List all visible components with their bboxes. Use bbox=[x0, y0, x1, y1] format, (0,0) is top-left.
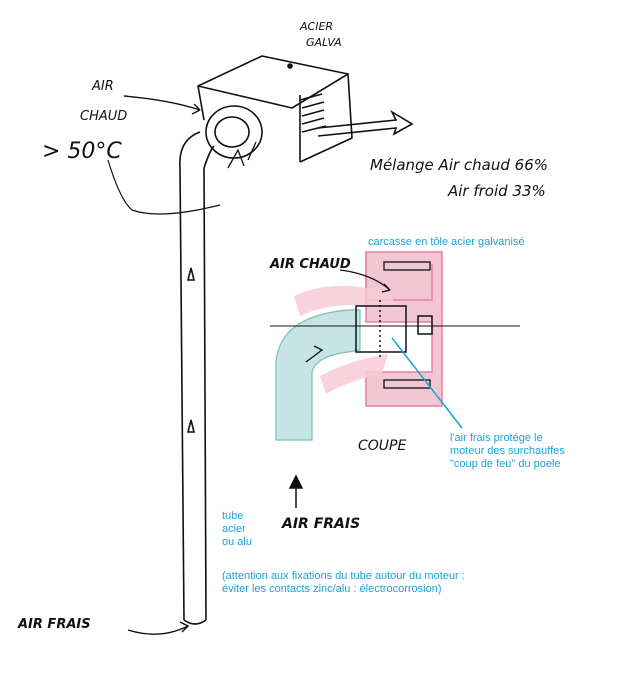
inner-arrows bbox=[227, 141, 257, 169]
motor bbox=[270, 300, 520, 360]
mix-line-1: Mélange Air chaud 66% bbox=[370, 156, 548, 174]
casing-section bbox=[365, 251, 443, 407]
fresh-air-section-label: AIR FRAIS bbox=[281, 516, 360, 532]
vertical-tube bbox=[179, 131, 215, 625]
section-label: COUPE bbox=[358, 438, 406, 454]
hot-air-top-arrow bbox=[123, 95, 201, 115]
casing-note: carcasse en tôle acier galvanisé bbox=[368, 236, 525, 248]
steel-label-line2: GALVA bbox=[306, 36, 342, 49]
hot-air-section-arrow bbox=[339, 269, 391, 293]
exit-arrow bbox=[317, 109, 414, 137]
fresh-air-up-arrow bbox=[288, 474, 304, 508]
fresh-air-bottom-arrow bbox=[127, 621, 190, 635]
fresh-air-protection-note: l'air frais protége le moteur des surcha… bbox=[450, 432, 565, 470]
mix-line-2: Air froid 33% bbox=[447, 182, 546, 200]
hot-air-top-line2: CHAUD bbox=[80, 109, 127, 124]
fresh-air-bottom-label: AIR FRAIS bbox=[17, 617, 91, 632]
fan-housing bbox=[197, 55, 353, 163]
hot-air-top-line1: AIR bbox=[91, 79, 114, 94]
hot-air-flow bbox=[294, 285, 400, 394]
fresh-air-duct bbox=[275, 309, 361, 441]
temperature-leader bbox=[107, 159, 221, 215]
hot-air-section-label: AIR CHAUD bbox=[269, 257, 351, 272]
note-leader-line bbox=[391, 337, 463, 429]
steel-label-line1: ACIER bbox=[299, 20, 333, 33]
tube-material-note: tube acier ou alu bbox=[222, 510, 252, 548]
galvanic-warning-note: (attention aux fixations du tube autour … bbox=[222, 570, 465, 595]
temperature-label: > 50°C bbox=[42, 139, 122, 164]
